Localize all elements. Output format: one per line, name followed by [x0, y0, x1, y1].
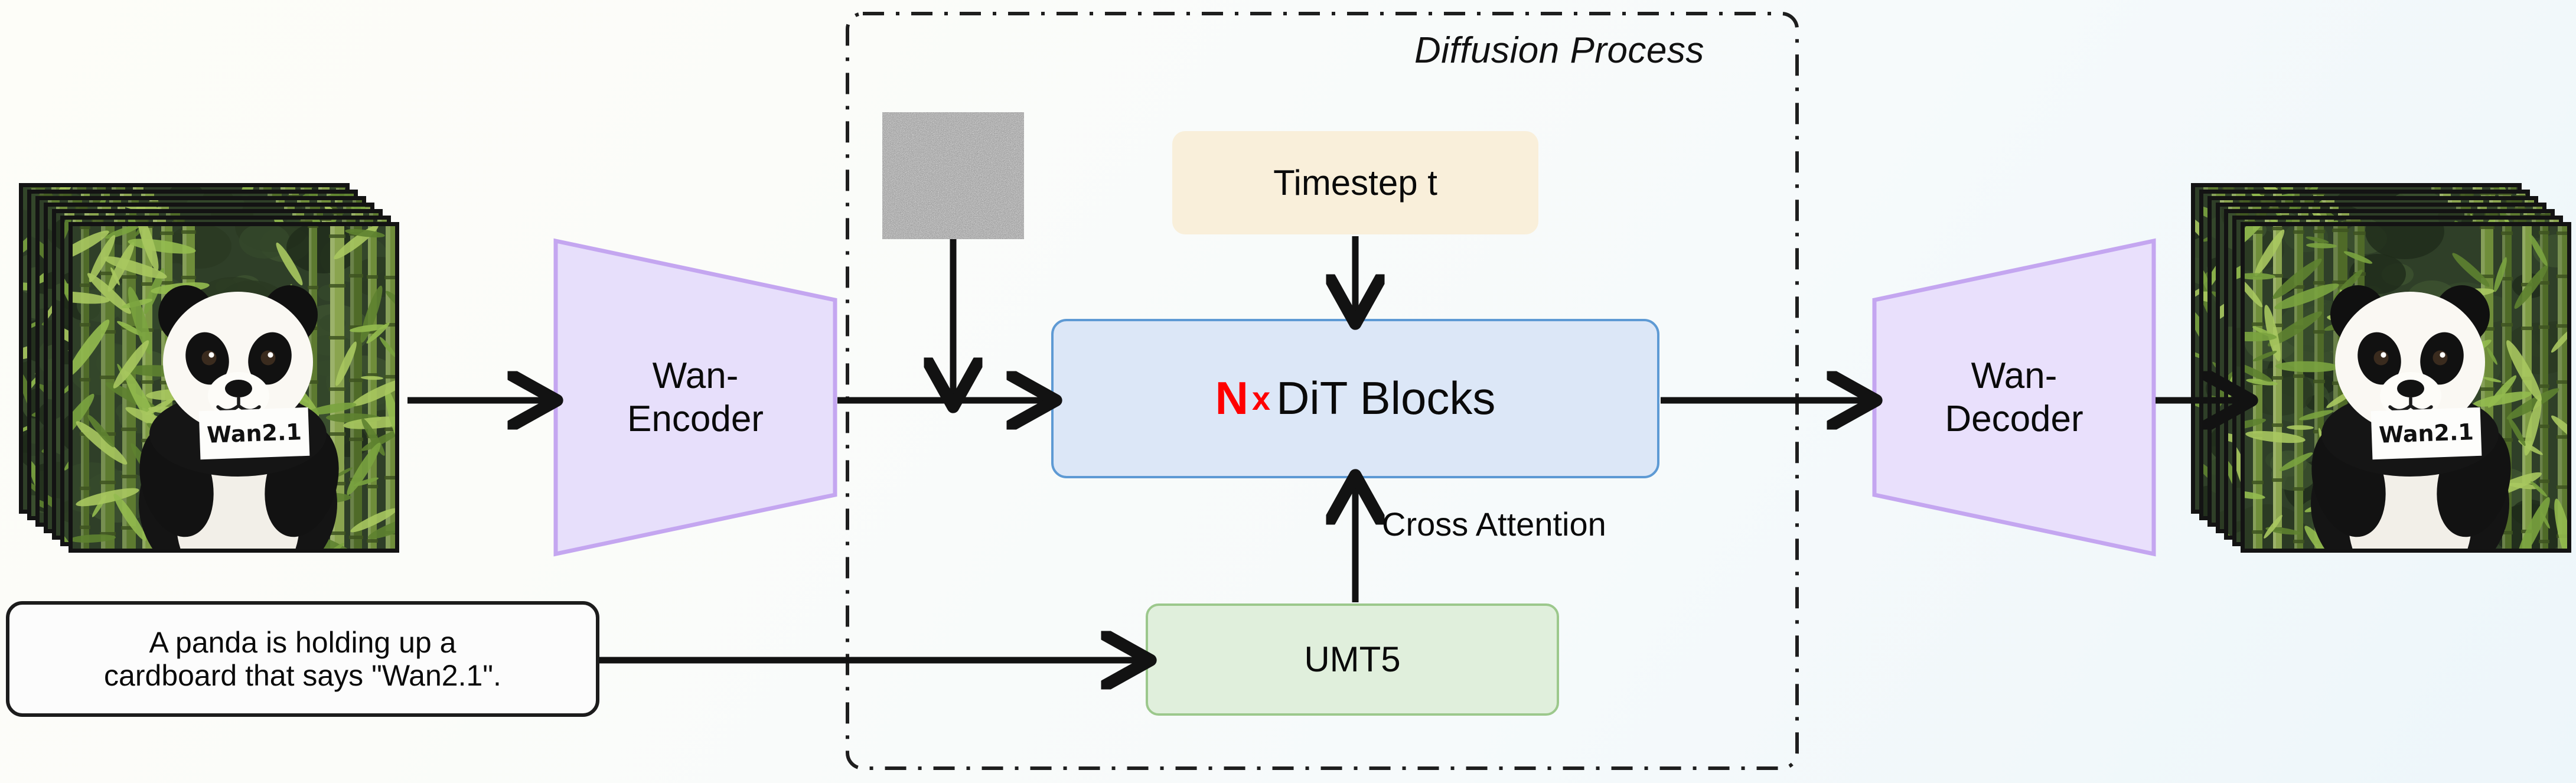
text-prompt-box[interactable]: A panda is holding up a cardboard that s… — [6, 601, 599, 717]
noise-texture — [882, 112, 1024, 239]
decoder-trapezoid-shape — [1872, 238, 2156, 557]
diffusion-process-container — [844, 11, 1799, 770]
umt5-label: UMT5 — [1304, 640, 1401, 680]
panda-sign: Wan2.1 — [198, 407, 310, 460]
timestep-node[interactable]: Timestep t — [1172, 131, 1538, 234]
video-frame-front: Wan2.1 — [2241, 222, 2571, 553]
panda-subject — [73, 226, 395, 549]
video-frame-front: Wan2.1 — [69, 222, 399, 553]
encoder-trapezoid-shape — [553, 238, 837, 557]
gaussian-noise-patch — [882, 112, 1024, 239]
dit-blocks-label: DiT Blocks — [1276, 372, 1496, 425]
dit-multiply-symbol: x — [1251, 379, 1271, 417]
wan-encoder-node[interactable]: Wan- Encoder — [552, 237, 839, 557]
panda-sign: Wan2.1 — [2370, 407, 2482, 460]
timestep-label: Timestep t — [1273, 162, 1437, 203]
dash-dot-border — [846, 12, 1799, 770]
prompt-line2: cardboard that says "Wan2.1". — [104, 659, 501, 692]
input-video-frame-stack: Wan2.1 — [13, 183, 403, 573]
dit-blocks-node[interactable]: N x DiT Blocks — [1051, 319, 1659, 478]
wan-decoder-node[interactable]: Wan- Decoder — [1871, 237, 2157, 557]
umt5-text-encoder-node[interactable]: UMT5 — [1146, 603, 1559, 716]
cross-attention-label: Cross Attention — [1382, 505, 1606, 543]
prompt-line1: A panda is holding up a — [149, 626, 456, 659]
output-video-frame-stack: Wan2.1 — [2185, 183, 2575, 573]
dit-repeat-count: N — [1215, 372, 1248, 425]
panda-subject — [2245, 226, 2567, 549]
diffusion-process-label: Diffusion Process — [1414, 30, 1704, 71]
